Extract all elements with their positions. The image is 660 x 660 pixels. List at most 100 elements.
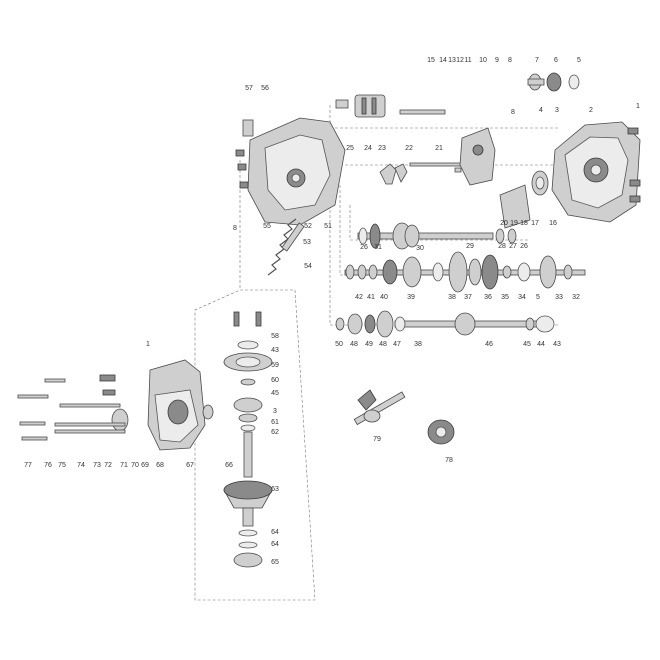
callout-label: 36 xyxy=(484,294,492,301)
callout-label: 74 xyxy=(77,462,85,469)
callout-label: 44 xyxy=(537,341,545,348)
callout-label: 3 xyxy=(273,408,277,415)
callout-label: 62 xyxy=(271,429,279,436)
callout-label: 41 xyxy=(367,294,375,301)
callout-label: 10 xyxy=(479,57,487,64)
callout-label: 16 xyxy=(549,220,557,227)
callout-label: 17 xyxy=(531,220,539,227)
callout-label: 76 xyxy=(44,462,52,469)
callout-label: 57 xyxy=(245,85,253,92)
spring-part xyxy=(267,218,305,276)
callout-label: 71 xyxy=(120,462,128,469)
callout-label: 64 xyxy=(271,541,279,548)
callout-label: 51 xyxy=(324,223,332,230)
callout-label: 69 xyxy=(141,462,149,469)
callout-label: 37 xyxy=(464,294,472,301)
callout-label: 58 xyxy=(271,333,279,340)
side-cover-plate xyxy=(459,127,549,229)
callout-label: 70 xyxy=(131,462,139,469)
callout-label: 47 xyxy=(393,341,401,348)
callout-label: 20 xyxy=(500,220,508,227)
callout-label: 46 xyxy=(485,341,493,348)
callout-label: 5 xyxy=(536,294,540,301)
countershaft-assembly xyxy=(357,222,517,250)
callout-label: 61 xyxy=(271,419,279,426)
callout-label: 26 xyxy=(360,244,368,251)
callout-label: 75 xyxy=(58,462,66,469)
callout-label: 6 xyxy=(554,57,558,64)
callout-label: 27 xyxy=(509,243,517,250)
callout-label: 35 xyxy=(501,294,509,301)
callout-label: 43 xyxy=(271,347,279,354)
callout-label: 32 xyxy=(572,294,580,301)
callout-label: 48 xyxy=(379,341,387,348)
callout-label: 1 xyxy=(636,103,640,110)
shift-fork-group xyxy=(335,94,481,185)
rear-gearbox-housing xyxy=(17,359,214,451)
callout-label: 63 xyxy=(271,486,279,493)
callout-label: 68 xyxy=(156,462,164,469)
callout-label: 77 xyxy=(24,462,32,469)
callout-label: 18 xyxy=(520,220,528,227)
callout-label: 1 xyxy=(146,341,150,348)
callout-label: 19 xyxy=(510,220,518,227)
callout-label: 2 xyxy=(589,107,593,114)
callout-label: 39 xyxy=(407,294,415,301)
right-crankcase-assembly xyxy=(551,121,641,223)
shift-drum-part xyxy=(353,389,406,426)
callout-label: 56 xyxy=(261,85,269,92)
callout-label: 38 xyxy=(414,341,422,348)
callout-label: 30 xyxy=(416,245,424,252)
callout-label: 11 xyxy=(464,57,471,64)
callout-label: 49 xyxy=(365,341,373,348)
callout-label: 8 xyxy=(511,109,515,116)
vertical-drive-stack xyxy=(223,311,273,568)
callout-label: 8 xyxy=(508,57,512,64)
flange-part xyxy=(427,419,455,445)
callout-label: 43 xyxy=(553,341,561,348)
callout-label: 33 xyxy=(555,294,563,301)
callout-label: 55 xyxy=(263,223,271,230)
callout-label: 4 xyxy=(539,107,543,114)
callout-label: 79 xyxy=(373,436,381,443)
callout-label: 72 xyxy=(104,462,112,469)
callout-label: 38 xyxy=(448,294,456,301)
output-shaft-assembly xyxy=(335,310,555,338)
callout-label: 28 xyxy=(498,243,506,250)
callout-label: 54 xyxy=(304,263,312,270)
callout-label: 53 xyxy=(303,239,311,246)
callout-label: 52 xyxy=(304,223,312,230)
callout-label: 67 xyxy=(186,462,194,469)
left-crankcase-assembly xyxy=(235,117,346,226)
callout-label: 59 xyxy=(271,362,279,369)
callout-label: 42 xyxy=(355,294,363,301)
callout-label: 13 xyxy=(448,57,456,64)
callout-label: 23 xyxy=(378,145,386,152)
callout-label: 12 xyxy=(456,57,464,64)
callout-label: 5 xyxy=(577,57,581,64)
callout-label: 60 xyxy=(271,377,279,384)
callout-label: 25 xyxy=(346,145,354,152)
callout-label: 15 xyxy=(427,57,435,64)
callout-label: 48 xyxy=(350,341,358,348)
callout-label: 64 xyxy=(271,529,279,536)
callout-label: 21 xyxy=(435,145,443,152)
callout-label: 78 xyxy=(445,457,453,464)
callout-label: 22 xyxy=(405,145,413,152)
callout-label: 8 xyxy=(233,225,237,232)
callout-label: 24 xyxy=(364,145,372,152)
mainshaft-gear-train xyxy=(344,251,586,293)
callout-label: 45 xyxy=(523,341,531,348)
callout-label: 26 xyxy=(520,243,528,250)
callout-label: 14 xyxy=(439,57,447,64)
callout-label: 9 xyxy=(495,57,499,64)
callout-label: 45 xyxy=(271,390,279,397)
callout-label: 65 xyxy=(271,559,279,566)
callout-label: 31 xyxy=(374,244,382,251)
callout-label: 7 xyxy=(535,57,539,64)
callout-label: 50 xyxy=(335,341,343,348)
callout-label: 73 xyxy=(93,462,101,469)
callout-label: 3 xyxy=(555,107,559,114)
